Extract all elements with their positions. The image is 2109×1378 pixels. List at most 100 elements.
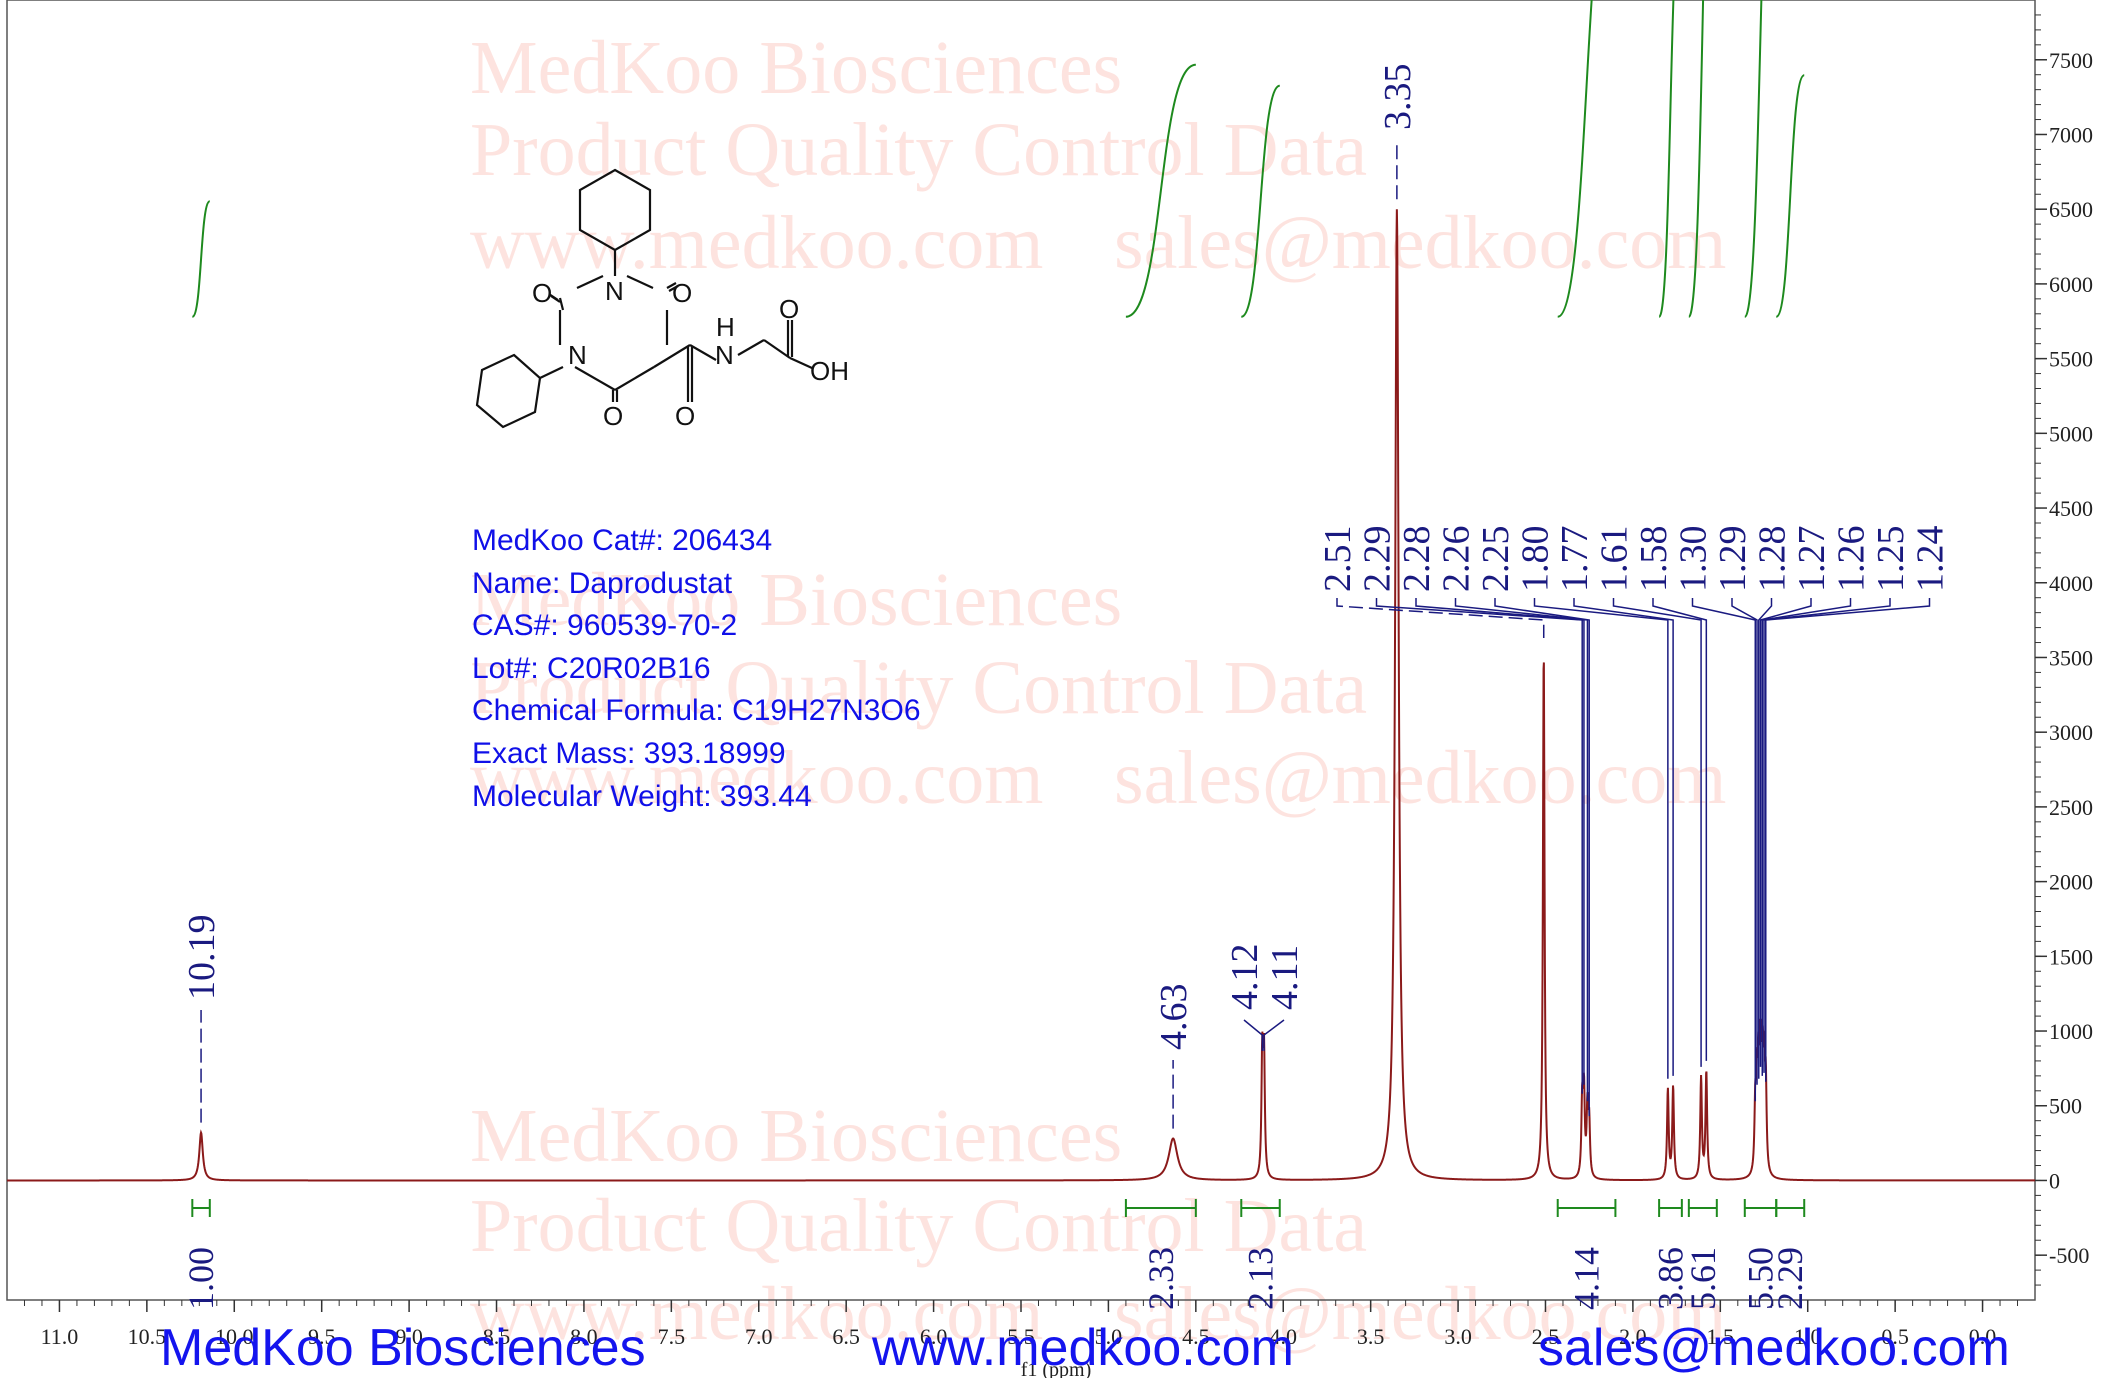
watermark-company: MedKoo Biosciences [470,1094,1123,1178]
watermark-email: sales@medkoo.com [1114,1272,1727,1356]
peak-marker [1763,598,1891,1073]
peak-marker [1336,598,1545,638]
y-tick-label: 3000 [2049,720,2093,745]
atom-oh-acid: OH [810,356,849,386]
x-tick-label: 6.5 [832,1324,860,1349]
atom-o4: O [672,278,692,308]
integral-bracket [1658,1199,1683,1217]
watermark-email: sales@medkoo.com [1114,201,1727,285]
watermark-web: www.medkoo.com [470,201,1044,285]
integral-curve [1557,0,1593,318]
peak-marker [1761,598,1852,1076]
integral-curve [1743,0,1763,318]
product-lot: Lot#: C20R02B16 [472,651,711,685]
y-tick-label: 6500 [2049,197,2093,222]
x-tick-label: 8.0 [570,1324,598,1349]
y-tick-label: 2500 [2049,795,2093,820]
x-tick-label: 4.0 [1269,1324,1297,1349]
peak-label: 3.35 [1377,64,1419,131]
y-tick-label: 1000 [2049,1019,2093,1044]
atom-o6: O [603,401,623,431]
integral-value: 2.13 [1241,1247,1281,1310]
product-info: MedKoo Cat#: 206434 Name: Daprodustat CA… [472,520,921,818]
peak-marker [1731,598,1758,1085]
peak-label: 1.30 [1673,526,1715,593]
x-tick-label: 7.5 [658,1324,686,1349]
product-formula: Chemical Formula: C19H27N3O6 [472,694,921,728]
integral-value: 3.86 [1650,1247,1690,1310]
product-cas: CAS#: 960539-70-2 [472,609,738,643]
watermark-web: www.medkoo.com [470,1272,1044,1356]
watermark-qc: Product Quality Control Data [470,108,1368,192]
peak-label: 2.28 [1396,526,1438,593]
atom-o-acid: O [779,294,799,324]
peak-marker [1415,598,1585,1085]
x-tick-label: 3.5 [1357,1324,1385,1349]
integral-bracket [1556,1199,1617,1217]
x-tick-label: 5.5 [1007,1324,1035,1349]
y-tick-label: 500 [2049,1094,2082,1119]
peak-label: 1.24 [1910,526,1952,593]
peak-marker [1758,598,1773,1079]
peak-label: 1.29 [1712,526,1754,593]
integral-value: 5.61 [1683,1247,1723,1310]
x-tick-label: 10.0 [215,1324,254,1349]
x-tick-label: 11.0 [41,1324,79,1349]
peak-label: 1.25 [1870,526,1912,593]
watermark-qc: Product Quality Control Data [470,1184,1368,1268]
product-mw: Molecular Weight: 393.44 [472,779,812,813]
peak-marker [1612,598,1702,1067]
peak-marker [1765,598,1931,1082]
y-tick-label: 1500 [2049,944,2093,969]
y-tick-label: 2000 [2049,870,2093,895]
integral-bracket [1687,1199,1718,1217]
y-tick-label: 7000 [2049,122,2093,147]
atom-n-amide: N [715,340,734,370]
atom-n1: N [568,340,587,370]
peak-marker [1759,598,1812,1067]
watermark-qc: Product Quality Control Data [470,646,1368,730]
x-tick-label: 6.0 [920,1324,948,1349]
x-tick-label: 8.5 [483,1324,511,1349]
peak-label: 1.26 [1831,526,1873,593]
peak-label: 1.77 [1554,526,1596,593]
peak-label: 2.51 [1317,526,1359,593]
integral-bracket [1240,1199,1281,1217]
peak-label: 4.63 [1153,984,1195,1051]
peak-marker [1573,598,1674,1076]
peak-marker [1375,598,1583,1094]
integral-bracket [1124,1199,1197,1217]
x-tick-label: 2.5 [1532,1324,1560,1349]
y-tick-label: 6000 [2049,272,2093,297]
integral-bracket [1743,1199,1778,1217]
y-tick-label: 3500 [2049,645,2093,670]
peak-label: 1.58 [1633,526,1675,593]
peak-marker [1494,598,1590,1117]
peak-label: 1.61 [1594,526,1636,593]
y-tick-label: 5000 [2049,421,2093,446]
peak-marker [1243,1019,1264,1051]
y-tick-label: 7500 [2049,48,2093,73]
product-exact-mass: Exact Mass: 393.18999 [472,736,786,770]
chemical-structure [475,168,813,429]
integral-value: 4.14 [1567,1247,1607,1310]
atom-o-amide: O [675,401,695,431]
integral-value: 2.29 [1770,1247,1810,1310]
x-tick-label: 3.0 [1444,1324,1472,1349]
x-tick-label: 1.0 [1794,1324,1822,1349]
integral-curve [1658,0,1675,318]
peak-marker [1652,598,1708,1061]
integral-value: 1.00 [181,1247,221,1310]
x-tick-label: 10.5 [128,1324,167,1349]
footer-email: sales@medkoo.com [1538,1319,2010,1377]
x-tick-label: 9.0 [395,1324,423,1349]
product-cat: MedKoo Cat#: 206434 [472,524,773,557]
integral-curve [1775,74,1806,318]
x-axis-label: f1 (ppm) [1021,1359,1092,1378]
peak-label: 1.80 [1515,526,1557,593]
peak-label: 2.26 [1436,526,1478,593]
y-tick-label: 4500 [2049,496,2093,521]
integral-curve [191,200,211,318]
product-name: Name: Daprodustat [472,566,733,600]
